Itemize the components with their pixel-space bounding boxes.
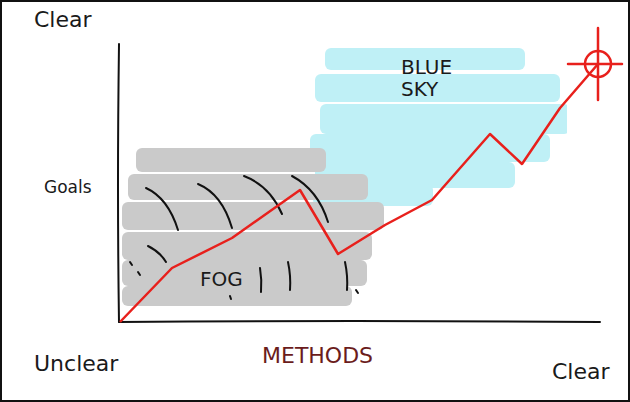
band-stroke (122, 232, 372, 260)
band-stroke (128, 174, 368, 200)
axis-label: Goals (44, 178, 92, 197)
band-label: FOG (200, 268, 260, 290)
axis-label: Unclear (34, 352, 118, 376)
sky-band: BLUE SKY (305, 34, 567, 206)
band-stroke (310, 134, 550, 162)
axes (118, 44, 600, 322)
band-stroke (122, 260, 367, 286)
target-symbol (568, 28, 622, 100)
axis-label: Clear (34, 8, 92, 32)
band-label: BLUE SKY (401, 56, 465, 100)
band-stroke (136, 148, 326, 172)
axis-label: METHODS (262, 344, 373, 368)
fog-band: FOG (118, 140, 396, 308)
band-stroke (320, 104, 567, 134)
band-shape (118, 140, 396, 308)
progress-path (120, 64, 598, 322)
axis-label: Clear (552, 360, 610, 384)
band-stroke (122, 202, 384, 230)
